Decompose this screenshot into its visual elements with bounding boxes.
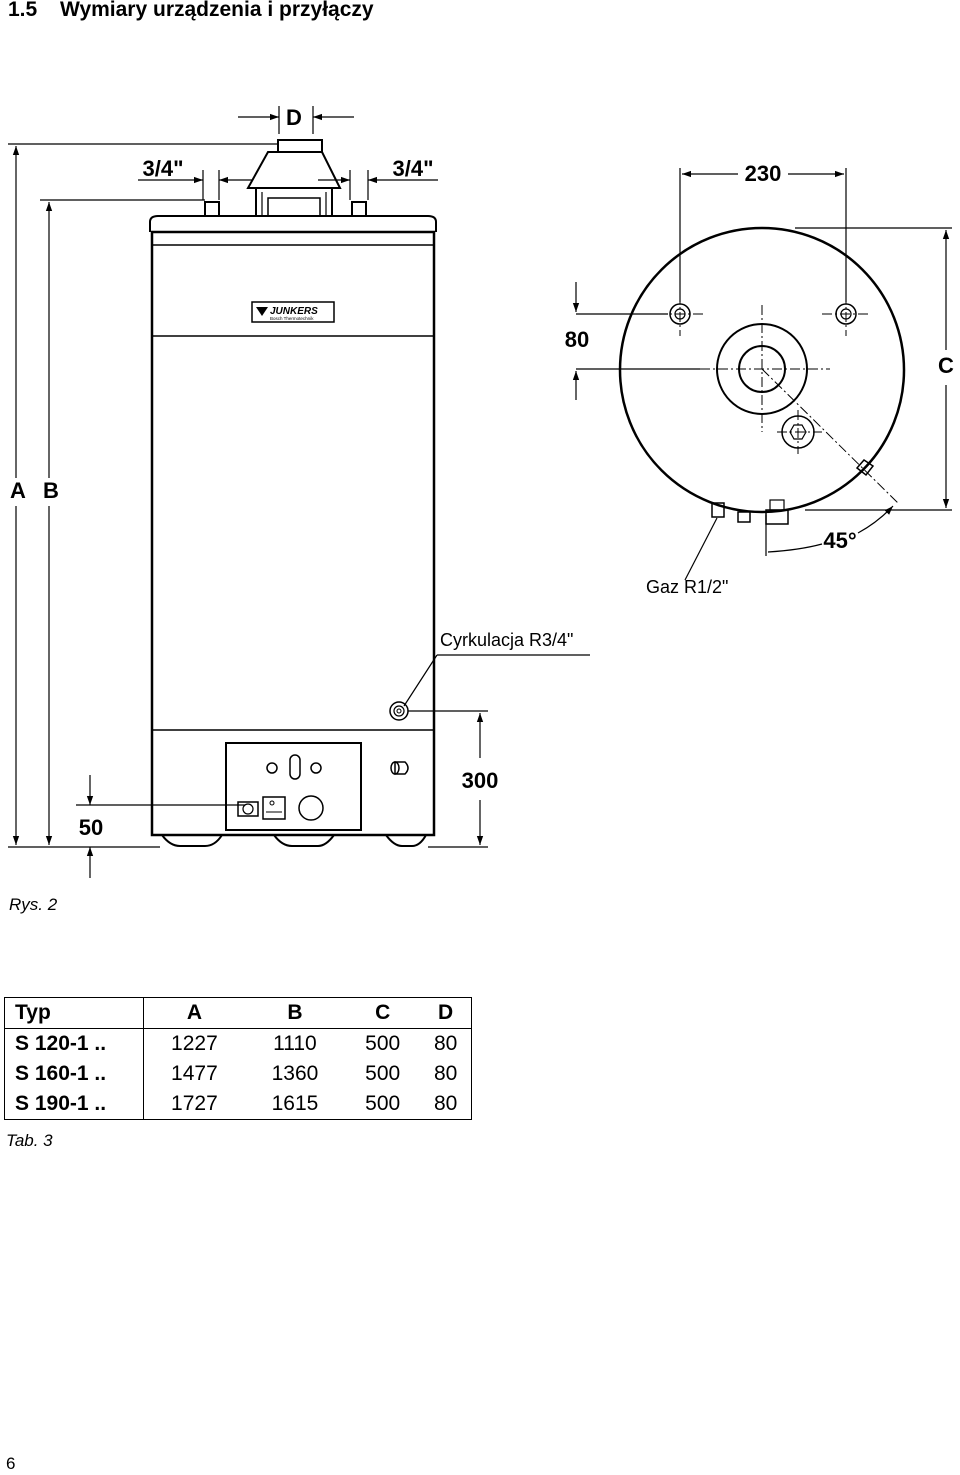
circulation-connection-label: Cyrkulacja R3/4"	[440, 630, 573, 650]
heater-top-view	[618, 226, 906, 525]
table-cell: 1360	[271, 1062, 319, 1085]
table-cell: 500	[365, 1032, 401, 1055]
dim-label-d: D	[286, 105, 302, 130]
table-cell: 1227	[171, 1032, 218, 1055]
table-header-b: B	[244, 997, 346, 1029]
dim-label-pipe-left: 3/4"	[142, 156, 183, 181]
table-cell: 1110	[273, 1032, 317, 1055]
dim-label-pipe-right: 3/4"	[392, 156, 433, 181]
table-header-c: C	[345, 997, 421, 1029]
dim-label-80: 80	[565, 327, 589, 352]
dim-label-a: A	[10, 478, 26, 503]
figure-caption: Rys. 2	[9, 895, 58, 914]
dim-label-300: 300	[462, 768, 499, 793]
table-row: S 160-1 .. 1477 1360 500 80	[4, 1059, 472, 1089]
dim-label-50: 50	[79, 815, 103, 840]
front-dimensions	[8, 106, 590, 878]
dimension-drawing: D 3/4" 3/4" 230 80 C A B 45° 300 50 Gaz …	[8, 105, 954, 878]
table-cell: 500	[365, 1092, 401, 1115]
table-cell: S 160-1 ..	[4, 1059, 144, 1089]
gas-connection-label: Gaz R1/2"	[646, 577, 728, 597]
brand-name: JUNKERS	[270, 306, 318, 317]
top-view-dimensions	[572, 168, 952, 581]
table-row: S 190-1 .. 1727 1615 500 80	[4, 1089, 472, 1120]
table-cell: 1615	[271, 1092, 319, 1115]
table-cell: 80	[433, 1092, 458, 1115]
brand-subtitle: Bosch Thermotechnik	[270, 316, 314, 321]
table-cell: 80	[433, 1032, 458, 1055]
section-title: Wymiary urządzenia i przyłączy	[60, 0, 374, 21]
table-header-typ: Typ	[4, 997, 144, 1029]
dimensions-table: Typ A B C D S 120-1 .. 1227 1110 500 80 …	[4, 997, 472, 1120]
table-cell: S 120-1 ..	[4, 1028, 144, 1059]
heater-front-view	[149, 139, 437, 847]
table-cell: S 190-1 ..	[4, 1089, 144, 1120]
table-cell: 1477	[171, 1062, 218, 1085]
dim-label-230: 230	[745, 161, 782, 186]
table-cell: 80	[433, 1062, 458, 1085]
dim-label-45: 45°	[823, 528, 856, 553]
section-number: 1.5	[8, 0, 38, 21]
junkers-logo	[251, 301, 335, 323]
top-view-centerlines	[657, 294, 899, 504]
table-header-a: A	[143, 997, 245, 1029]
table-cell: 1727	[171, 1092, 218, 1115]
table-caption: Tab. 3	[6, 1131, 53, 1150]
page-number: 6	[6, 1454, 16, 1473]
table-header-d: D	[420, 997, 472, 1029]
section-heading: 1.5 Wymiary urządzenia i przyłączy	[8, 0, 374, 22]
table-cell: 500	[365, 1062, 401, 1085]
table-row: S 120-1 .. 1227 1110 500 80	[4, 1028, 472, 1059]
dim-label-c: C	[938, 353, 954, 378]
table-header-row: Typ A B C D	[4, 997, 472, 1029]
dim-label-b: B	[43, 478, 59, 503]
